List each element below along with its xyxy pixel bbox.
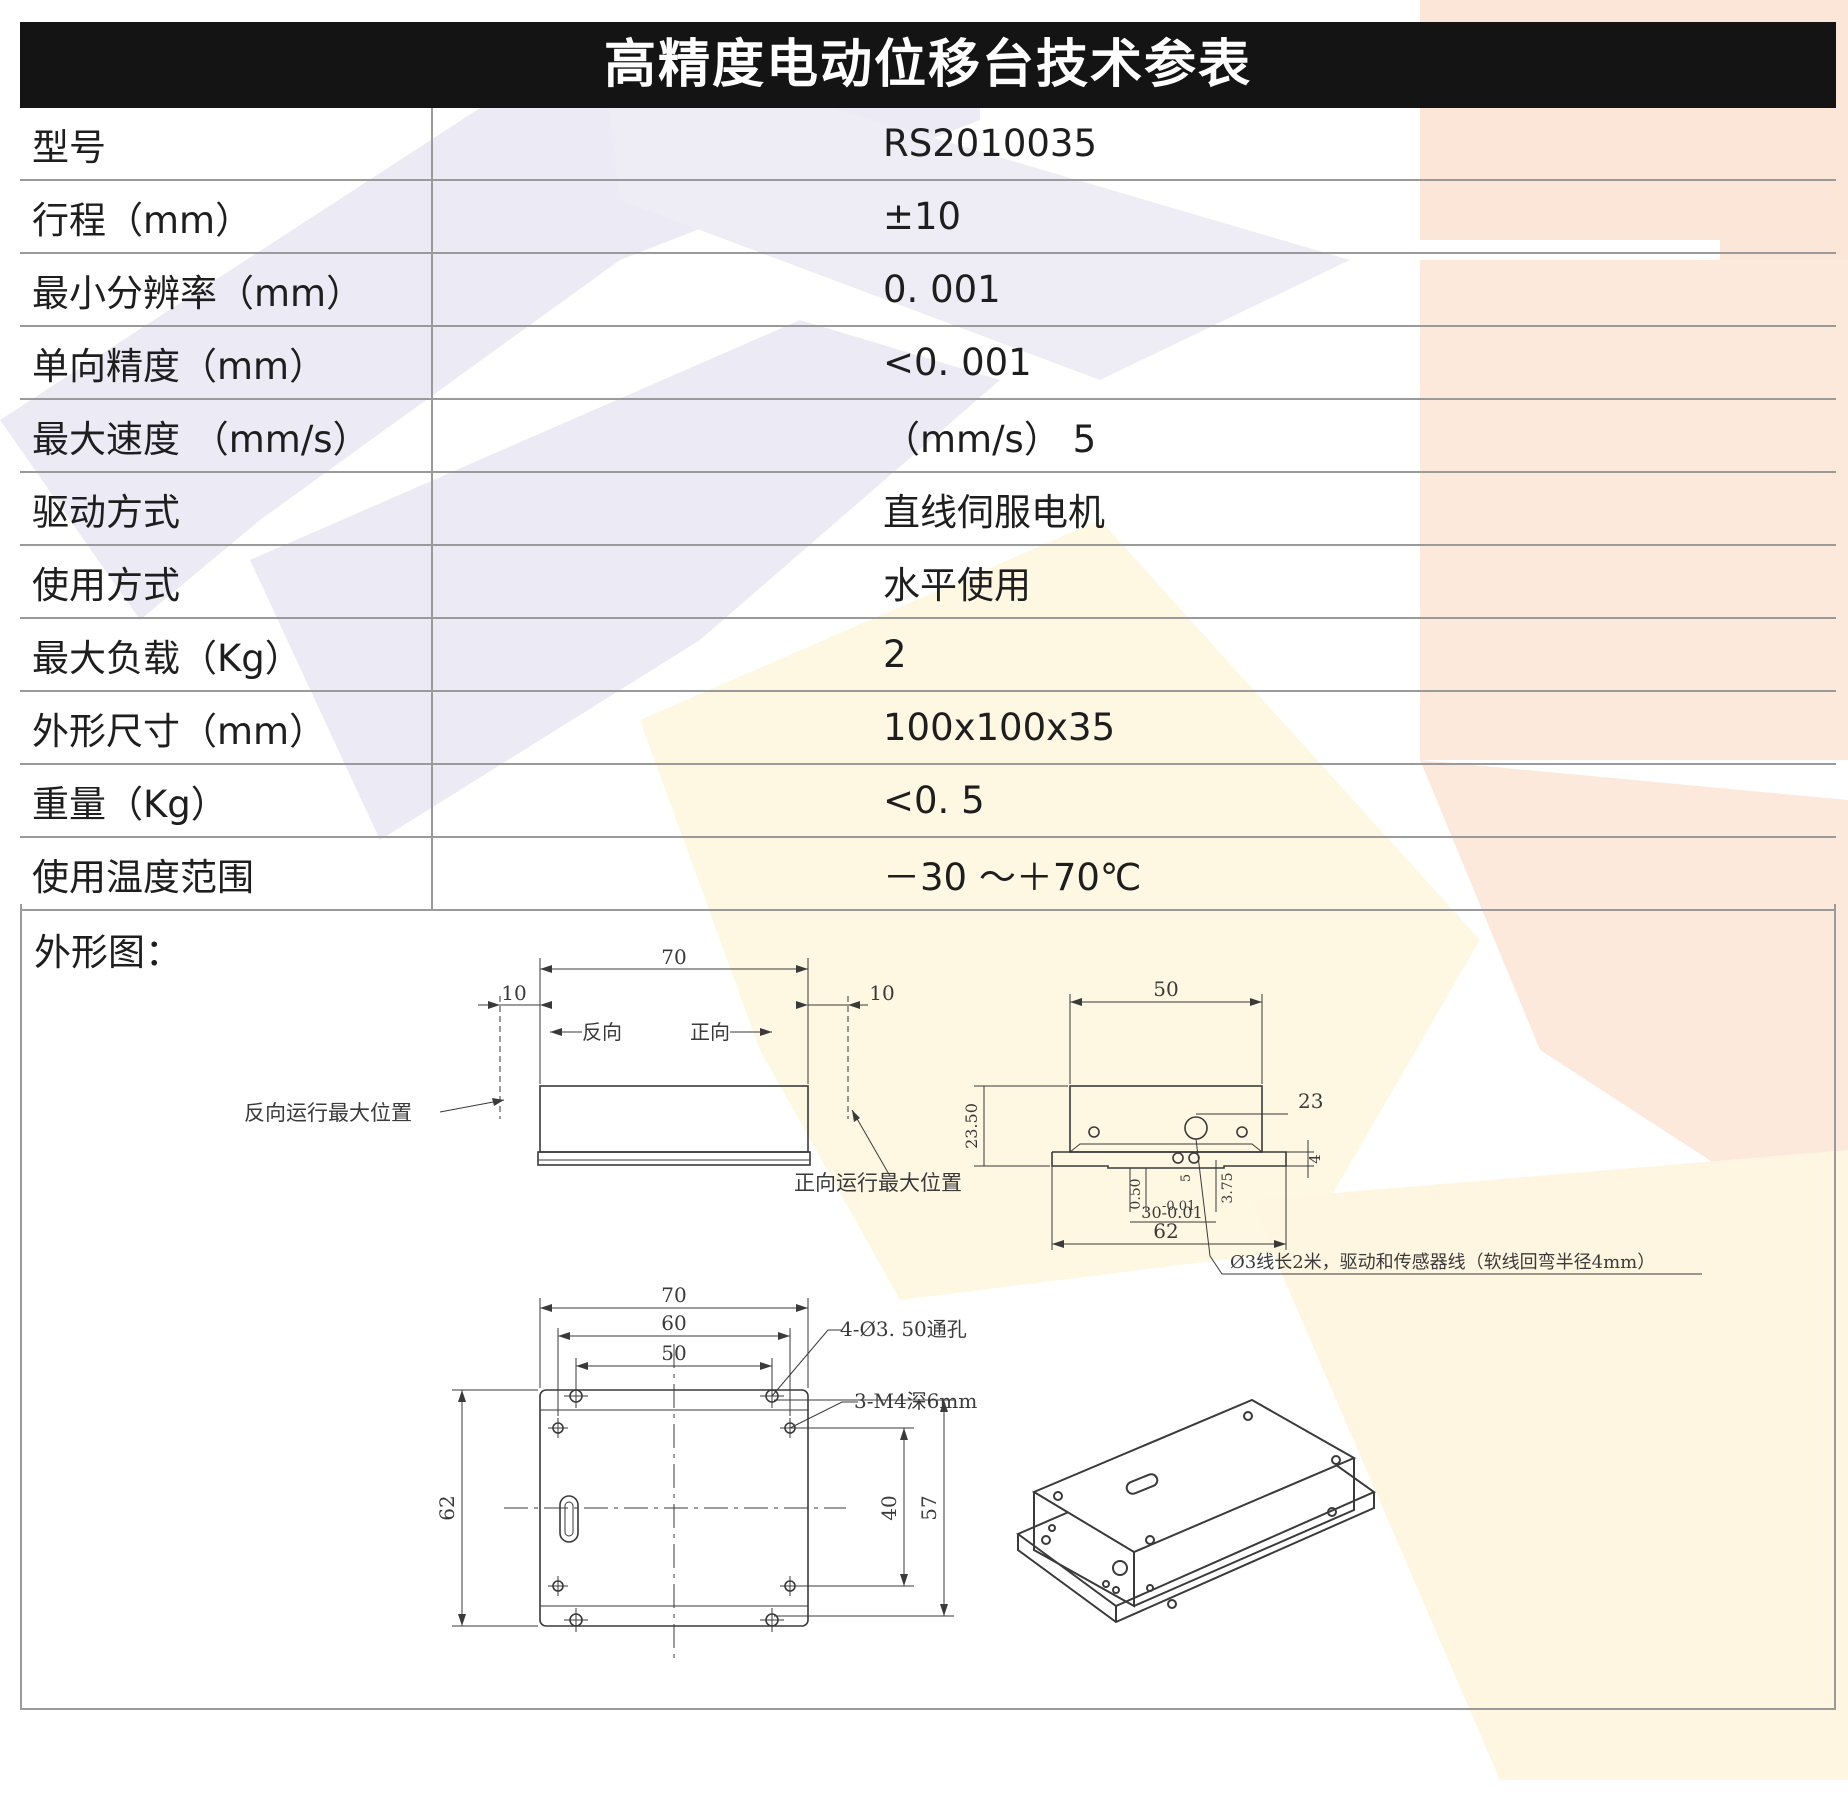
spec-label: 单向精度（mm） bbox=[20, 326, 433, 400]
dim-top-60: 60 bbox=[661, 1311, 686, 1335]
spec-value: 100x100x35 bbox=[432, 691, 1836, 765]
holes-note: 4-Ø3. 50通孔 bbox=[840, 1317, 967, 1341]
spec-value: RS2010035 bbox=[432, 108, 1836, 181]
spec-label: 型号 bbox=[20, 108, 433, 181]
spec-label: 最大速度 （mm/s） bbox=[20, 399, 433, 473]
isometric-view bbox=[1016, 1398, 1377, 1624]
dim-end-tol: -0.01 bbox=[1162, 1199, 1195, 1214]
spec-row-travel: 行程（mm）±10 bbox=[20, 180, 1836, 254]
spec-row-resolution: 最小分辨率（mm）0. 001 bbox=[20, 253, 1836, 327]
end-view-body bbox=[1069, 1085, 1263, 1153]
technical-drawing: 70 10 10 反向 正向 反 bbox=[244, 945, 1702, 1660]
spec-row-drive: 驱动方式直线伺服电机 bbox=[20, 472, 1836, 546]
drawing-area: 外形图： 70 10 bbox=[20, 904, 1836, 1710]
spec-value: <0. 001 bbox=[432, 326, 1836, 400]
slot bbox=[559, 1495, 579, 1543]
dim-end-5: 5 bbox=[1179, 1174, 1194, 1182]
spec-row-load: 最大负载（Kg）2 bbox=[20, 618, 1836, 692]
spec-row-dimensions: 外形尺寸（mm）100x100x35 bbox=[20, 691, 1836, 765]
side-view: 70 10 10 反向 正向 反 bbox=[244, 945, 962, 1195]
top-view: 70 60 50 4-Ø3. 50通孔 3-M4深6mm bbox=[435, 1283, 977, 1660]
spec-value: 0. 001 bbox=[432, 253, 1836, 327]
dim-end-050: 0.50 bbox=[1128, 1178, 1144, 1209]
reverse-limit-label: 反向运行最大位置 bbox=[244, 1101, 412, 1125]
dim-end-30: 30-0.01 bbox=[1141, 1203, 1202, 1222]
dim-top-70: 70 bbox=[661, 1283, 686, 1307]
spec-value: <0. 5 bbox=[432, 764, 1836, 838]
cable-note: Ø3线长2米，驱动和传感器线（软线回弯半径4mm） bbox=[1230, 1252, 1655, 1273]
spec-row-weight: 重量（Kg）<0. 5 bbox=[20, 764, 1836, 838]
iso-slot bbox=[1125, 1473, 1159, 1495]
sheet-title: 高精度电动位移台技术参表 bbox=[20, 22, 1836, 108]
dim-end-height: 23.50 bbox=[962, 1103, 981, 1149]
dir-forward-label: 正向 bbox=[690, 1020, 730, 1044]
dim-side-right-10: 10 bbox=[869, 981, 894, 1005]
spec-row-mounting: 使用方式水平使用 bbox=[20, 545, 1836, 619]
iso-cable-port bbox=[1112, 1560, 1128, 1576]
spec-row-accuracy: 单向精度（mm）<0. 001 bbox=[20, 326, 1836, 400]
dim-side-width: 70 bbox=[661, 945, 686, 969]
spec-label: 使用方式 bbox=[20, 545, 433, 619]
spec-row-temperature: 使用温度范围－30 ～＋70℃ bbox=[20, 837, 1836, 911]
spec-label: 驱动方式 bbox=[20, 472, 433, 546]
spec-label: 外形尺寸（mm） bbox=[20, 691, 433, 765]
forward-limit-label: 正向运行最大位置 bbox=[794, 1171, 962, 1195]
dim-end-4: 4 bbox=[1306, 1154, 1324, 1164]
dim-top-40: 40 bbox=[877, 1495, 901, 1520]
dim-end-23: 23 bbox=[1298, 1089, 1323, 1113]
spec-value: 2 bbox=[432, 618, 1836, 692]
drawing-label: 外形图： bbox=[34, 931, 182, 974]
leader-forward-limit bbox=[851, 1109, 891, 1177]
dim-top-50: 50 bbox=[661, 1341, 686, 1365]
dim-end-width: 50 bbox=[1153, 977, 1178, 1001]
spec-label: 最大负载（Kg） bbox=[20, 618, 433, 692]
spec-value: －30 ～＋70℃ bbox=[432, 837, 1836, 911]
spec-value: （mm/s） 5 bbox=[432, 399, 1836, 473]
spec-label: 使用温度范围 bbox=[20, 837, 433, 911]
cable-port bbox=[1184, 1116, 1208, 1140]
spec-label: 行程（mm） bbox=[20, 180, 433, 254]
side-view-body bbox=[539, 1085, 809, 1153]
spec-value: 水平使用 bbox=[432, 545, 1836, 619]
tapped-note: 3-M4深6mm bbox=[854, 1389, 977, 1413]
end-view-base bbox=[1051, 1151, 1287, 1169]
end-view: 50 23.50 23 4 0.50 5 3.75 bbox=[962, 977, 1702, 1275]
spec-value: ±10 bbox=[432, 180, 1836, 254]
spec-label: 最小分辨率（mm） bbox=[20, 253, 433, 327]
spec-label: 重量（Kg） bbox=[20, 764, 433, 838]
dir-reverse-label: 反向 bbox=[582, 1020, 622, 1044]
spec-value: 直线伺服电机 bbox=[432, 472, 1836, 546]
dim-end-375: 3.75 bbox=[1220, 1172, 1236, 1203]
dim-side-left-10: 10 bbox=[501, 981, 526, 1005]
dim-top-62: 62 bbox=[435, 1495, 459, 1520]
dim-top-57: 57 bbox=[917, 1495, 941, 1520]
dim-end-62: 62 bbox=[1153, 1219, 1178, 1243]
watermark-shape-yellow-2 bbox=[1250, 1150, 1848, 1780]
spec-row-speed: 最大速度 （mm/s）（mm/s） 5 bbox=[20, 399, 1836, 473]
side-view-base bbox=[537, 1151, 811, 1166]
